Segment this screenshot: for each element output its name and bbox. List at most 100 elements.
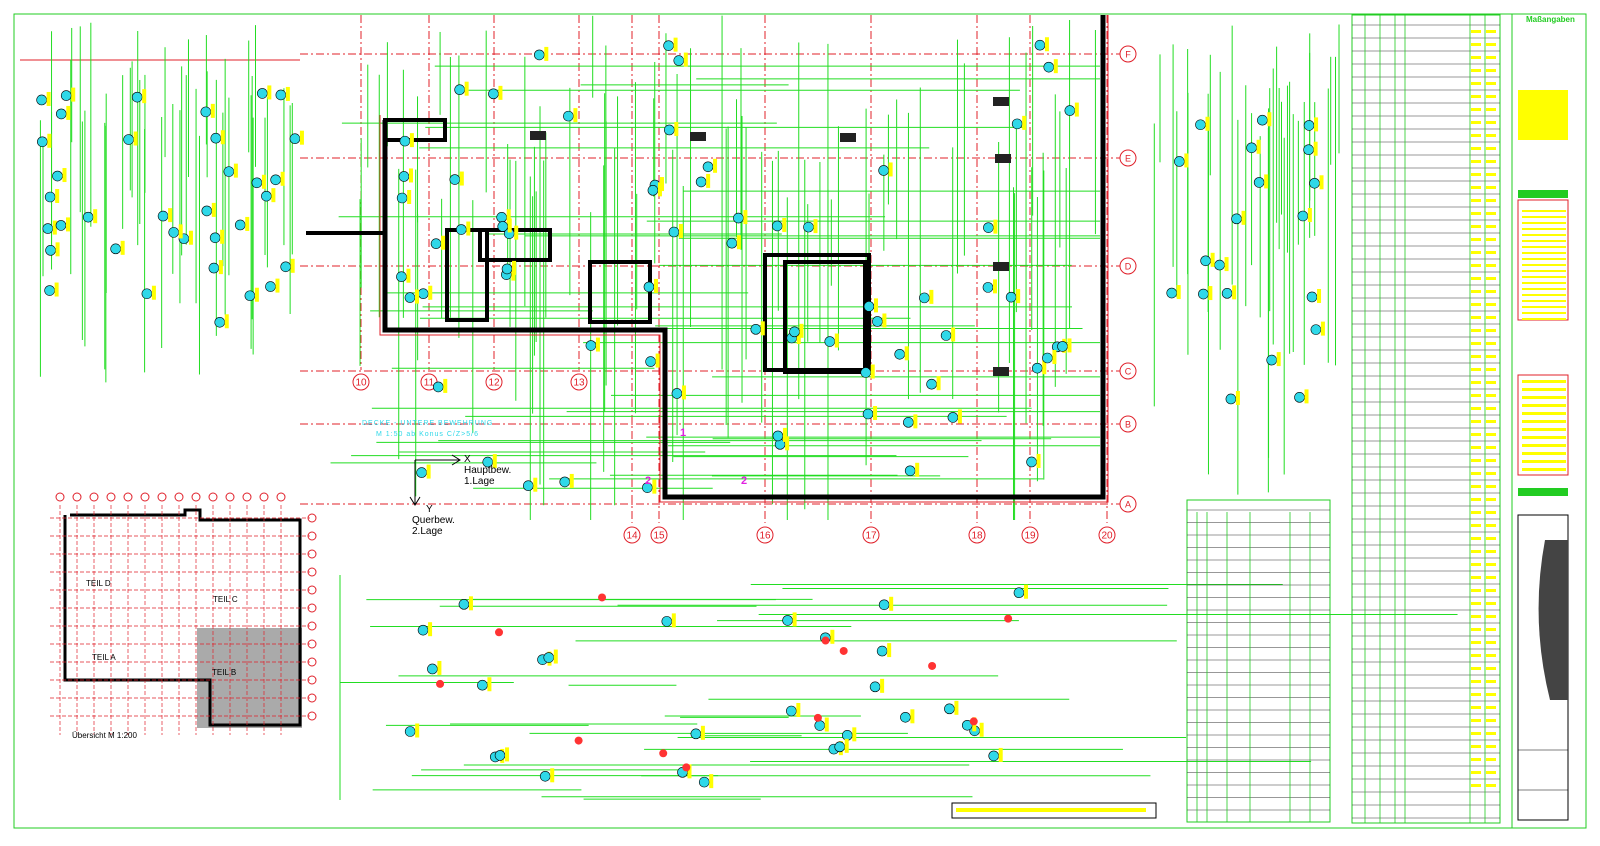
position-label <box>290 258 295 273</box>
overview-grid-bubble <box>307 513 317 523</box>
column <box>530 131 546 140</box>
position-marker <box>860 367 872 378</box>
rebar-mark: 2 <box>741 475 748 487</box>
red-marker <box>495 628 504 637</box>
position-marker <box>1294 392 1305 403</box>
position-marker <box>750 324 762 335</box>
position-label <box>151 285 156 300</box>
table-cell-text <box>1486 329 1496 332</box>
position-label <box>188 230 193 245</box>
overview-grid-bubble <box>242 492 252 502</box>
position-marker <box>404 292 416 303</box>
position-marker <box>661 616 673 627</box>
position-marker <box>919 292 930 304</box>
table-cell-text <box>1471 95 1481 98</box>
position-marker <box>903 417 914 428</box>
position-marker <box>36 94 47 106</box>
position-marker <box>157 210 169 222</box>
table-cell-text <box>1471 784 1481 787</box>
position-label <box>873 406 878 421</box>
position-label <box>660 177 665 192</box>
table-cell-text <box>1471 693 1481 696</box>
position-marker <box>733 212 744 224</box>
position-marker <box>1303 144 1314 156</box>
position-label <box>834 333 839 348</box>
grid-number: 13 <box>573 378 585 389</box>
position-label <box>954 700 959 715</box>
table-cell-text <box>1471 667 1481 670</box>
position-label <box>1235 390 1240 405</box>
position-marker <box>494 750 506 761</box>
position-label <box>1176 285 1181 300</box>
position-label <box>569 473 574 488</box>
table-cell-text <box>1471 69 1481 72</box>
position-marker <box>1225 393 1237 405</box>
position-label <box>573 108 578 123</box>
position-label <box>700 725 705 740</box>
table-cell-text <box>1486 212 1496 215</box>
grid-number: 15 <box>653 531 665 542</box>
position-label <box>55 242 60 257</box>
table-cell-text <box>1486 251 1496 254</box>
title-block-legend <box>1518 90 1568 140</box>
table-cell-text <box>1486 485 1496 488</box>
position-label <box>785 436 790 451</box>
position-label <box>211 202 216 217</box>
title-block-spec-line <box>1522 468 1566 471</box>
steel-list-table <box>1186 499 1331 823</box>
title-block-note-line <box>1522 264 1566 266</box>
position-label <box>657 182 662 197</box>
overview-part-c: TEIL C <box>213 595 238 604</box>
position-marker <box>900 712 911 723</box>
position-marker <box>1306 291 1318 303</box>
table-cell-text <box>1471 719 1481 722</box>
position-label <box>459 171 464 186</box>
position-marker <box>1246 142 1257 154</box>
drawing-subtitle: M 1:50 ab Konus C/Z>5/6 <box>376 431 479 438</box>
overview-grid-bubble <box>89 492 99 502</box>
title-block-spec-line <box>1522 380 1566 383</box>
position-marker <box>270 174 281 186</box>
table-cell-text <box>1471 56 1481 59</box>
grid-letter: F <box>1125 50 1131 60</box>
table-cell-text <box>1471 43 1481 46</box>
table-cell-text <box>1471 368 1481 371</box>
position-label <box>275 278 280 293</box>
position-label <box>218 260 223 275</box>
position-marker <box>663 40 674 51</box>
position-label <box>93 209 98 224</box>
title-block-spec-line <box>1522 460 1566 463</box>
table-cell-text <box>1471 602 1481 605</box>
position-marker <box>251 177 263 189</box>
table-cell-text <box>1486 459 1496 462</box>
position-label <box>1184 153 1189 168</box>
title-block-stamp <box>1518 488 1568 496</box>
position-marker <box>110 243 121 255</box>
position-marker <box>210 132 222 144</box>
title-block-note-line <box>1522 294 1566 296</box>
position-marker <box>52 170 63 182</box>
table-cell-text <box>1471 615 1481 618</box>
position-label <box>428 285 433 300</box>
table-cell-text <box>1486 420 1496 423</box>
title-block-note-line <box>1522 234 1566 236</box>
position-marker <box>396 271 407 283</box>
position-marker <box>261 190 272 202</box>
position-marker <box>789 326 800 338</box>
red-marker <box>436 679 445 688</box>
bending-schedule-table <box>1351 14 1501 824</box>
table-cell-text <box>1486 121 1496 124</box>
position-marker <box>690 728 702 740</box>
position-label <box>54 282 59 297</box>
position-label <box>271 188 276 203</box>
table-cell-text <box>1471 277 1481 280</box>
position-marker <box>223 166 235 177</box>
grid-bubble <box>1098 526 1116 544</box>
position-marker <box>983 222 994 233</box>
overview-grid-bubble <box>307 531 317 541</box>
position-label <box>1320 321 1325 336</box>
title-block-note-line <box>1522 252 1566 254</box>
table-cell-text <box>1471 394 1481 397</box>
overview-caption: Übersicht M 1:200 <box>72 731 137 740</box>
grid-bubble <box>1119 45 1137 63</box>
